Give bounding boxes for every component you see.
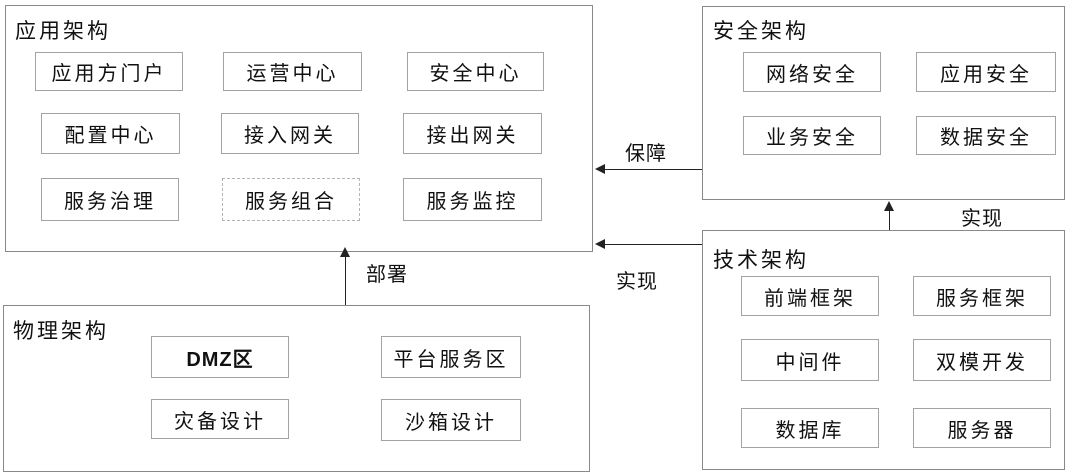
group-physical-architecture: 物理架构 DMZ区 平台服务区 灾备设计 沙箱设计	[3, 305, 590, 472]
node-data-security: 数据安全	[916, 116, 1056, 155]
arrow-realize-security-label: 实现	[961, 208, 1003, 230]
arrow-deploy-label: 部署	[366, 264, 408, 286]
arrow-realize-security-head-icon	[884, 201, 894, 211]
arrow-guarantee-label: 保障	[625, 143, 667, 165]
group-security-architecture: 安全架构 网络安全 应用安全 业务安全 数据安全	[702, 6, 1065, 200]
arrow-deploy-head-icon	[340, 247, 350, 257]
node-dual-mode-development: 双模开发	[913, 339, 1051, 381]
group-title-application-architecture: 应用架构	[15, 20, 111, 43]
node-service-monitoring: 服务监控	[403, 178, 542, 221]
arrow-guarantee-line	[604, 169, 702, 170]
node-frontend-framework: 前端框架	[741, 276, 879, 316]
node-business-security: 业务安全	[743, 116, 881, 155]
node-platform-service-zone: 平台服务区	[381, 336, 521, 378]
arrow-guarantee-head-icon	[595, 164, 605, 174]
node-config-center: 配置中心	[41, 113, 180, 154]
node-database: 数据库	[741, 408, 879, 448]
node-security-center: 安全中心	[407, 52, 544, 91]
node-operation-center: 运营中心	[223, 52, 362, 91]
arrow-realize-application-label: 实现	[616, 271, 658, 293]
group-title-security-architecture: 安全架构	[713, 20, 809, 43]
node-disaster-recovery-design: 灾备设计	[151, 399, 289, 439]
node-service-governance: 服务治理	[41, 178, 179, 221]
node-outbound-gateway: 接出网关	[403, 113, 542, 154]
group-title-physical-architecture: 物理架构	[13, 320, 109, 343]
arrow-realize-security-line	[889, 210, 890, 230]
node-service-composition: 服务组合	[222, 178, 360, 221]
node-service-framework: 服务框架	[913, 276, 1051, 316]
group-title-technology-architecture: 技术架构	[713, 249, 809, 272]
arrow-deploy-line	[345, 256, 346, 305]
node-middleware: 中间件	[741, 339, 879, 381]
node-inbound-gateway: 接入网关	[221, 113, 359, 154]
node-dmz-zone: DMZ区	[151, 336, 289, 378]
node-network-security: 网络安全	[743, 52, 881, 92]
node-server: 服务器	[913, 408, 1051, 448]
arrow-realize-application-head-icon	[595, 239, 605, 249]
node-sandbox-design: 沙箱设计	[381, 399, 521, 441]
node-application-portal: 应用方门户	[35, 52, 183, 91]
arrow-realize-application-line	[604, 244, 702, 245]
group-application-architecture: 应用架构 应用方门户 运营中心 安全中心 配置中心 接入网关 接出网关 服务治理…	[5, 5, 593, 252]
node-application-security: 应用安全	[916, 52, 1056, 92]
group-technology-architecture: 技术架构 前端框架 服务框架 中间件 双模开发 数据库 服务器	[702, 230, 1065, 470]
